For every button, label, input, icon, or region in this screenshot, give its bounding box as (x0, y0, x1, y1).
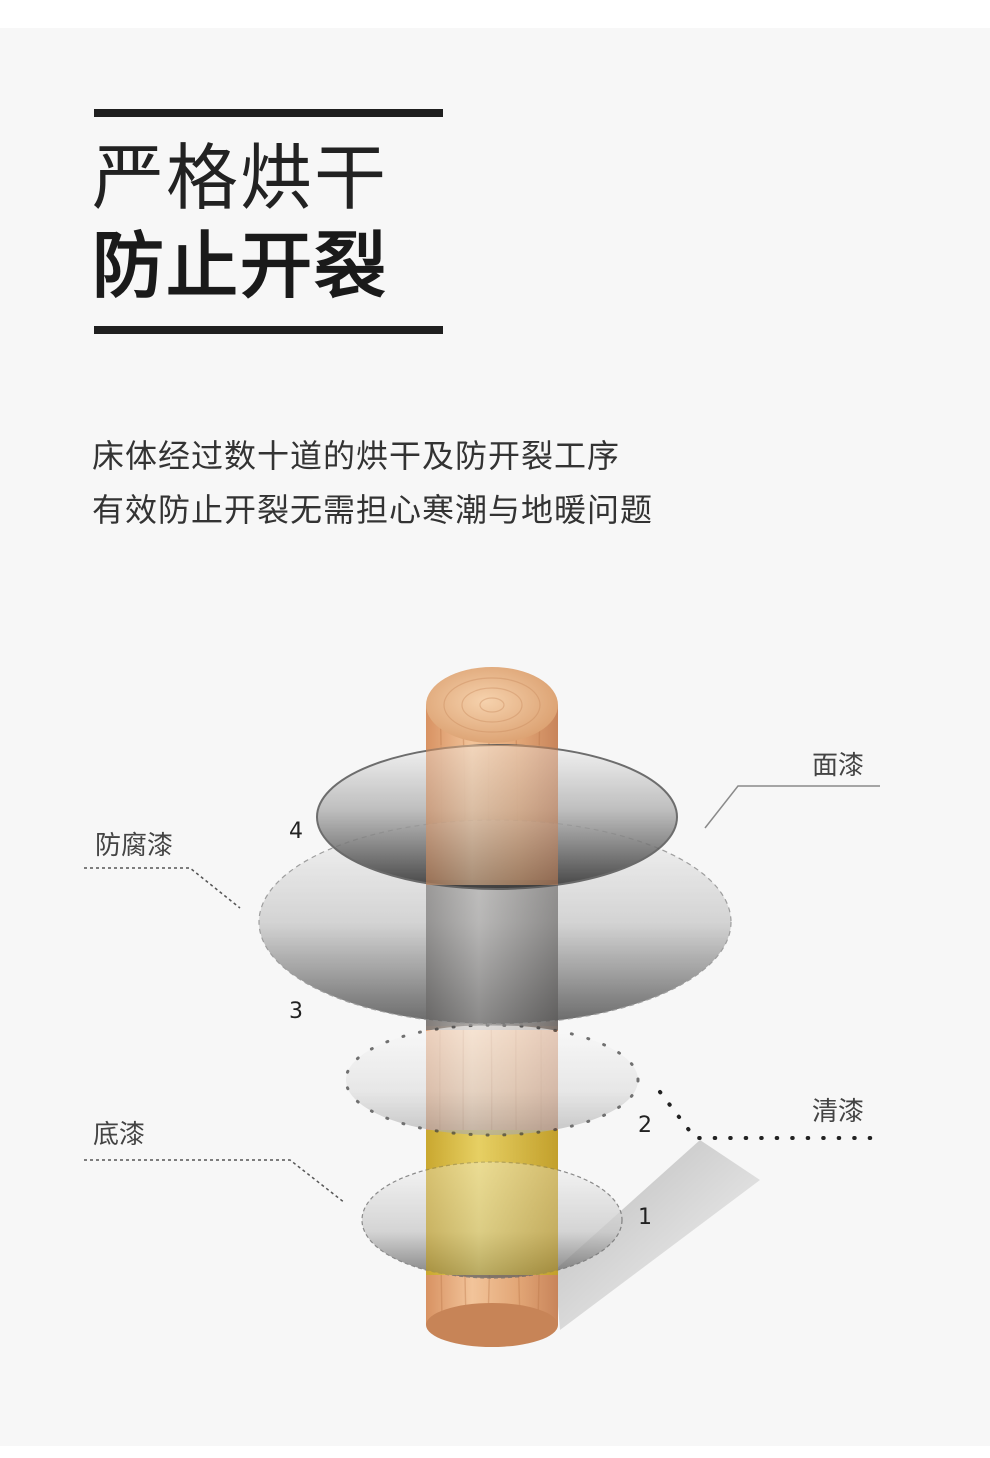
layer-number-1: 1 (638, 1205, 652, 1230)
layer-number-4: 4 (289, 819, 303, 844)
leader-line-3 (84, 867, 241, 909)
title-rule-bottom (94, 326, 443, 334)
heading-line1: 严格烘干 (92, 136, 389, 220)
layer-disc-2 (344, 1023, 640, 1137)
layer-label-clear-coat: 清漆 (812, 1097, 864, 1127)
pole-segment-grey-front (426, 880, 558, 1026)
pole-segment-primer-front (426, 1130, 558, 1275)
wood-pole-top (426, 667, 558, 743)
pole-segment-top-front (426, 745, 558, 885)
layer-label-anticorrosive: 防腐漆 (95, 831, 173, 861)
layer-number-3: 3 (289, 999, 303, 1024)
leader-line-4 (704, 785, 880, 829)
layer-number-2: 2 (638, 1113, 652, 1138)
heading-line2: 防止开裂 (92, 224, 389, 308)
title-rule-top (94, 109, 443, 117)
wood-pole-bottom (426, 1303, 558, 1347)
layer-label-face-coat: 面漆 (812, 751, 864, 781)
wood-rings (443, 677, 541, 733)
description-line2: 有效防止开裂无需担心寒潮与地暖问题 (92, 491, 654, 529)
description-line1: 床体经过数十道的烘干及防开裂工序 (92, 437, 621, 475)
leader-line-1 (84, 1159, 346, 1204)
layer-label-primer: 底漆 (93, 1120, 145, 1150)
pole-shadow (555, 1140, 760, 1330)
